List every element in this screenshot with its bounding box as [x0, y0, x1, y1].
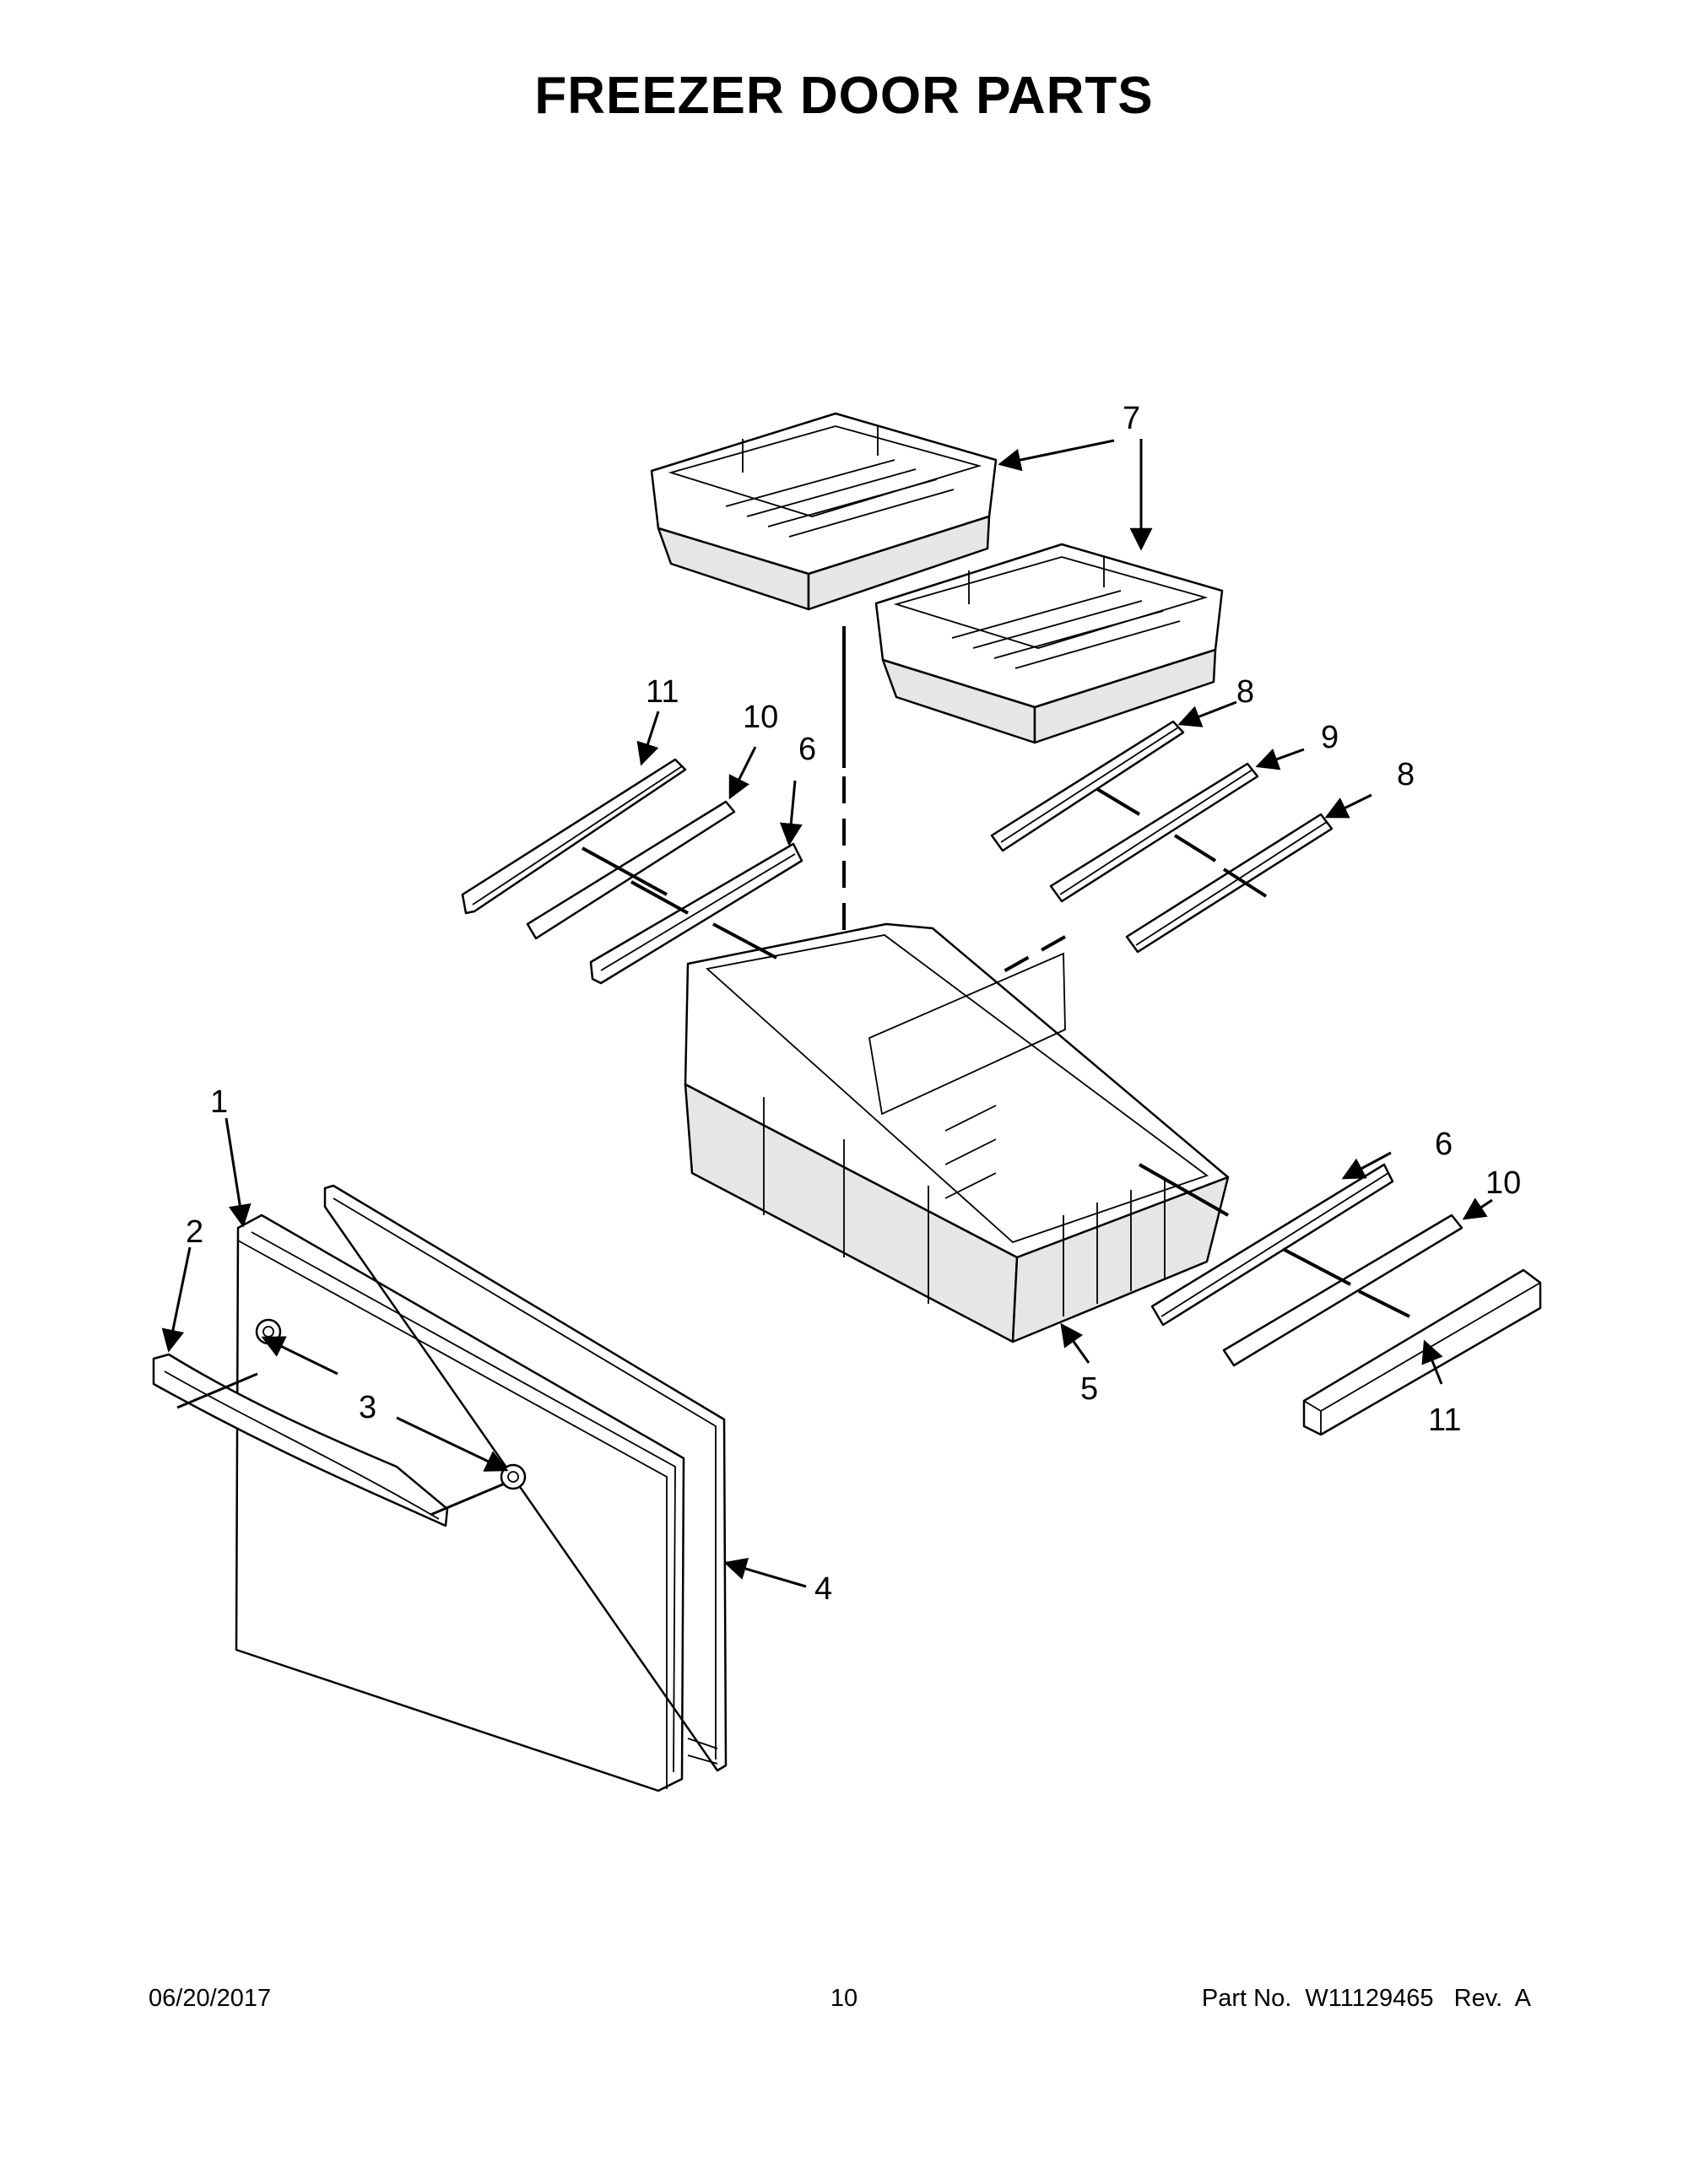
callout-4: 4 — [814, 1571, 832, 1607]
callout-2: 2 — [186, 1214, 203, 1250]
callout-11-left: 11 — [646, 674, 679, 710]
slide-rail-cover-left — [461, 758, 687, 915]
upper-slide-bracket-right — [1125, 813, 1334, 954]
leader-10-right — [1462, 1197, 1493, 1220]
leader-10-left — [728, 746, 757, 800]
leader-3b — [396, 1416, 509, 1472]
assembly-line — [1139, 1163, 1410, 1318]
handle-to-stud-line — [176, 1372, 258, 1409]
slide-bracket-right — [1150, 1163, 1394, 1327]
footer-page-number: 10 — [830, 1985, 858, 2012]
slide-rail-right — [1222, 1214, 1463, 1367]
upper-slide-rail — [1049, 762, 1259, 903]
leader-6-right — [1341, 1151, 1392, 1180]
leader-11-right — [1421, 1339, 1443, 1385]
callout-7: 7 — [1123, 401, 1140, 436]
callout-6-left: 6 — [798, 732, 816, 767]
slide-bracket-left — [589, 842, 803, 985]
callout-5: 5 — [1080, 1371, 1098, 1407]
leader-2 — [161, 1246, 192, 1353]
leader-11-left — [636, 711, 660, 766]
slide-rail-left — [526, 800, 736, 940]
leader-6-left — [779, 780, 803, 846]
callout-10-left: 10 — [743, 700, 778, 735]
footer-date: 06/20/2017 — [149, 1985, 272, 2012]
leader-9 — [1255, 748, 1305, 770]
freezer-basket — [684, 922, 1230, 1343]
upper-basket-left — [650, 412, 998, 611]
callout-3: 3 — [359, 1390, 376, 1425]
leader-7a — [998, 439, 1115, 472]
leader-3a — [261, 1336, 338, 1376]
leader-4 — [723, 1557, 807, 1588]
leader-lines — [161, 439, 1493, 1588]
leader-8-top — [1177, 700, 1237, 727]
door-handle — [152, 1353, 449, 1527]
footer-part-number: Part No. W11129465 Rev. A — [1201, 1985, 1531, 2012]
callout-1: 1 — [210, 1084, 228, 1120]
leader-8-bottom — [1324, 793, 1372, 819]
leader-1 — [225, 1117, 252, 1228]
assembly-line — [582, 846, 777, 960]
callout-8-top: 8 — [1236, 674, 1254, 710]
handle-to-stud-line — [430, 1482, 506, 1516]
upper-basket-right — [874, 543, 1224, 744]
door-gasket — [323, 1184, 728, 1772]
page-title: FREEZER DOOR PARTS — [534, 67, 1154, 125]
leader-5 — [1060, 1322, 1090, 1364]
assembly-line — [1096, 787, 1268, 898]
callout-11-right: 11 — [1428, 1403, 1461, 1438]
upper-slide-bracket-left — [990, 720, 1185, 852]
callout-6-right: 6 — [1435, 1127, 1453, 1162]
callout-10-right: 10 — [1485, 1165, 1521, 1201]
callout-8-bottom: 8 — [1397, 757, 1415, 792]
callout-9: 9 — [1321, 720, 1339, 755]
